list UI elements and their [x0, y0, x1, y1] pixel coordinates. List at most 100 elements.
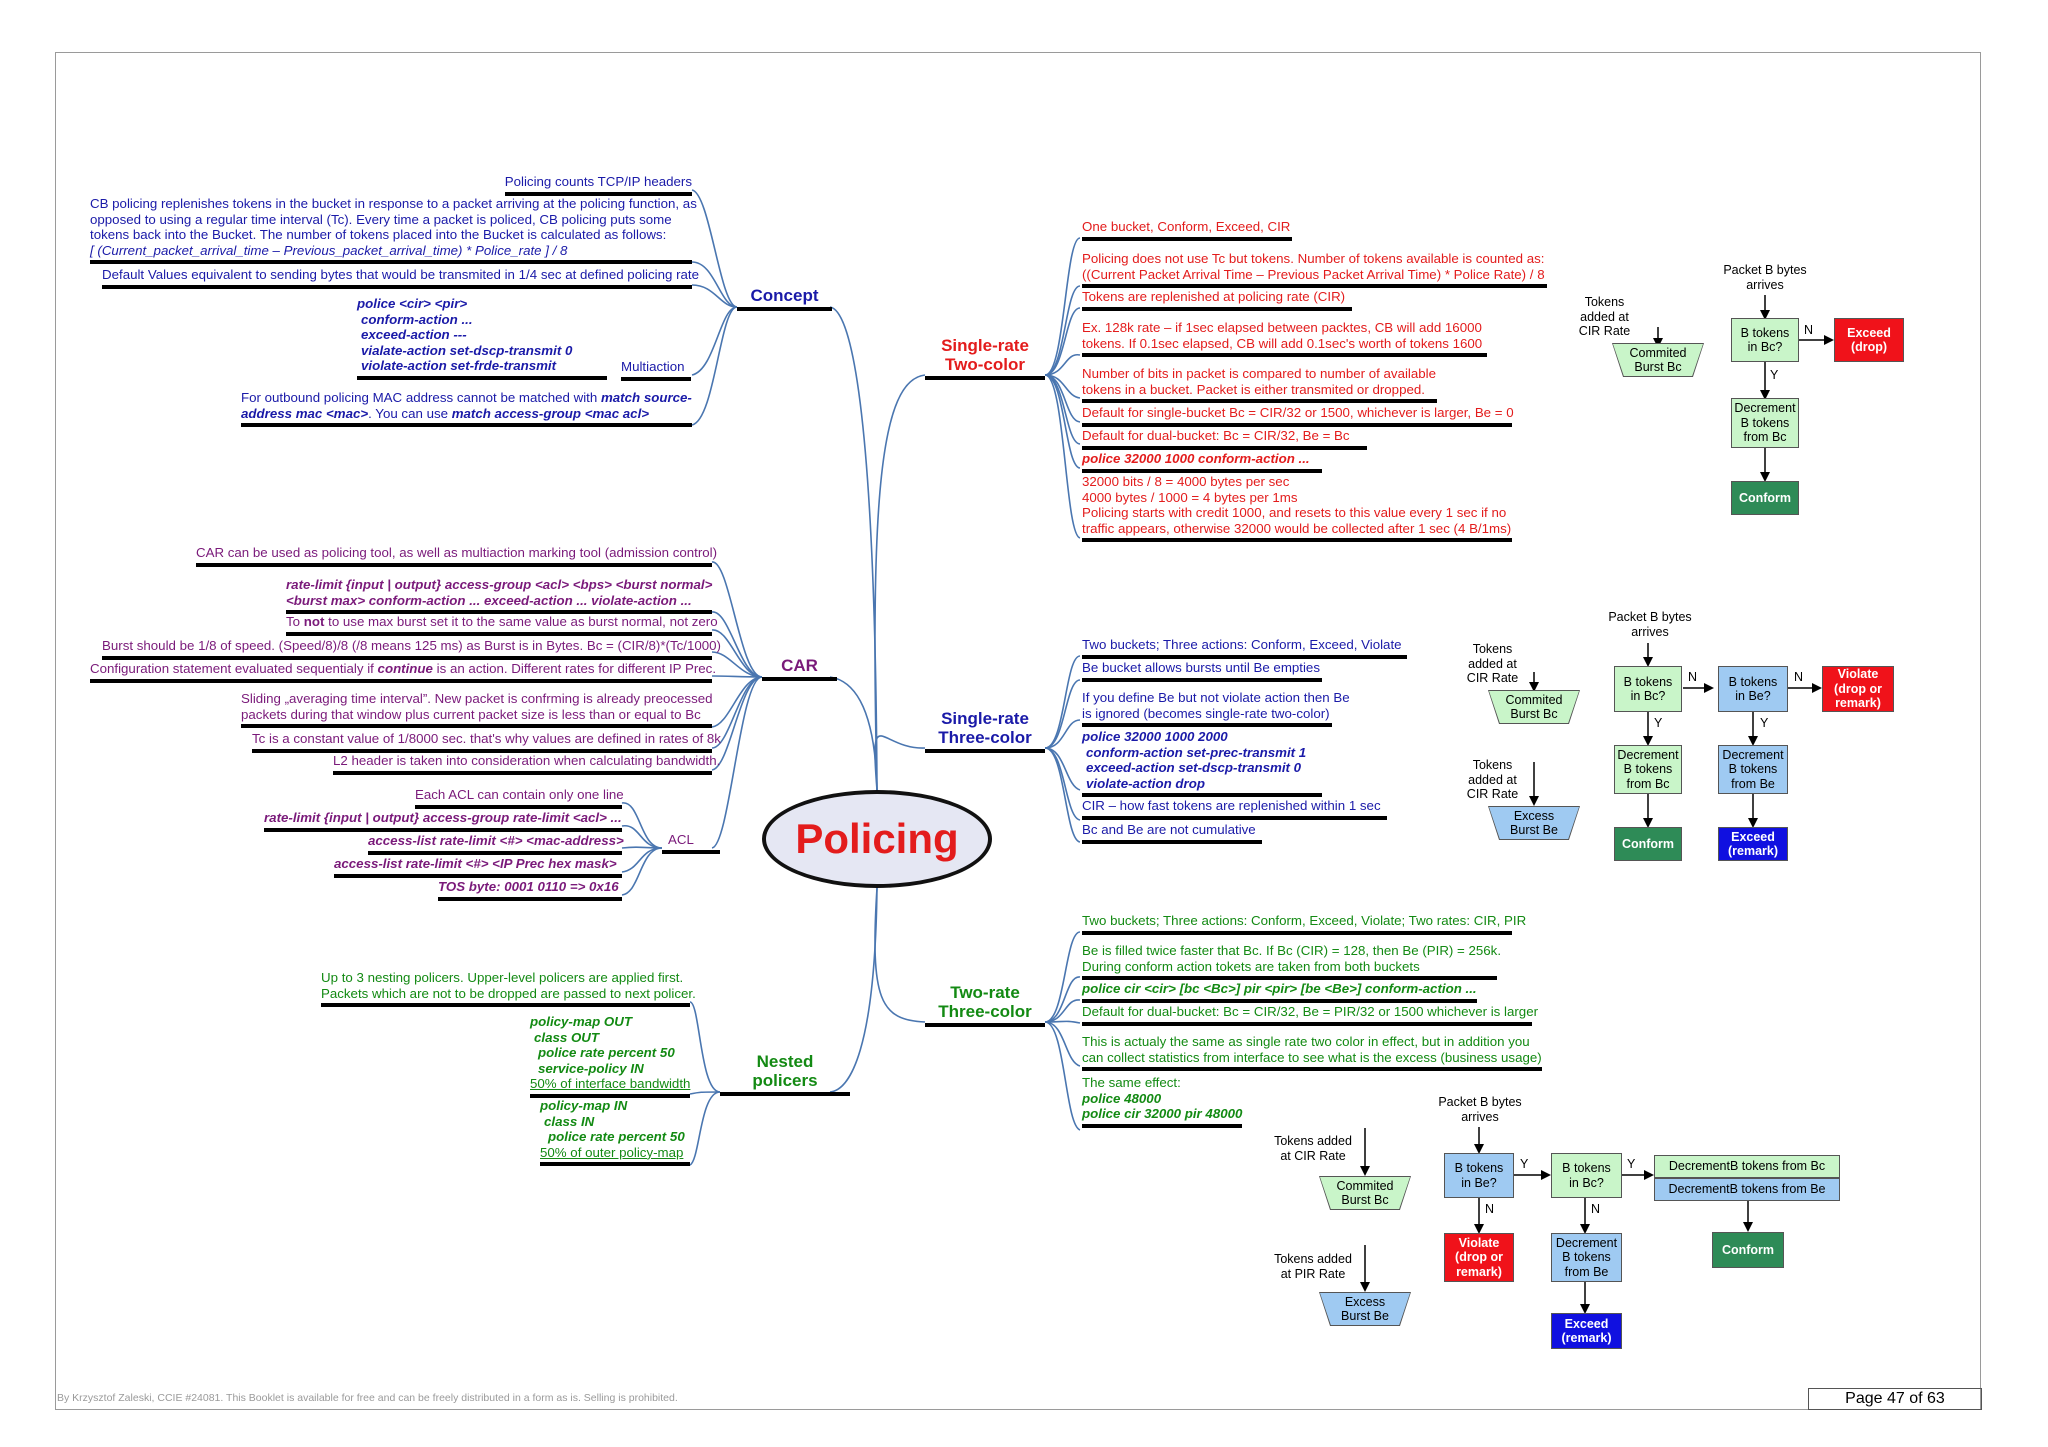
acl-note-ratelimit: rate-limit {input | output} access-group…: [264, 810, 622, 832]
car-note-l2: L2 header is taken into consideration wh…: [333, 753, 720, 775]
sr3-note-define-be: If you define Be but not violate action …: [1082, 690, 1350, 728]
concept-cmd-violate-frde: violate-action set-frde-transmit: [357, 358, 607, 380]
nested-policy-in: policy-map IN class IN police rate perce…: [540, 1098, 690, 1167]
tr3-note-same-effect: The same effect: police 48000 police cir…: [1082, 1075, 1242, 1128]
flow3-exceed-remark: Exceed(remark): [1551, 1313, 1622, 1349]
sr2-note-replenish: Tokens are replenished at policing rate …: [1082, 289, 1352, 311]
flow3-conform: Conform: [1712, 1232, 1784, 1268]
car-note-sliding: Sliding „averaging time interval”. New p…: [241, 691, 713, 729]
car-note-sequential: Configuration statement evaluated sequen…: [90, 661, 716, 683]
concept-cb-line3: tokens back into the Bucket. The number …: [90, 227, 667, 243]
concept-multiaction-label: Multiaction: [621, 359, 691, 381]
nested-policy-out: policy-map OUT class OUT police rate per…: [530, 1014, 690, 1098]
sr3-command-block: police 32000 1000 2000 conform-action se…: [1082, 729, 1322, 798]
concept-cmd-exceed: exceed-action ---: [361, 327, 467, 343]
car-note-tc: Tc is a constant value of 1/8000 sec. th…: [252, 731, 721, 753]
tr3-note-command: police cir <cir> [bc <Bc>] pir <pir> [be…: [1082, 981, 1477, 1003]
concept-command-block: police <cir> <pir> conform-action ... ex…: [357, 296, 607, 380]
acl-note-tos: TOS byte: 0001 0110 => 0x16: [438, 879, 622, 901]
sr2-note-default-dual: Default for dual-bucket: Bc = CIR/32, Be…: [1082, 428, 1367, 450]
flow3-decrement-be-both: DecrementB tokens from Be: [1654, 1178, 1840, 1201]
sr2-note-compare: Number of bits in packet is compared to …: [1082, 366, 1437, 404]
concept-cb-note: CB policing replenishes tokens in the bu…: [90, 196, 697, 265]
car-note-syntax: rate-limit {input | output} access-group…: [286, 577, 712, 615]
flow3-no-label-2: N: [1591, 1202, 1601, 1216]
branch-car: CAR: [762, 656, 837, 681]
nested-note-levels: Up to 3 nesting policers. Upper-level po…: [321, 970, 696, 1008]
tr3-note-two-rates: Two buckets; Three actions: Conform, Exc…: [1082, 913, 1526, 935]
flow2-conform: Conform: [1614, 827, 1682, 861]
tr3-note-default: Default for dual-bucket: Bc = CIR/32, Be…: [1082, 1004, 1538, 1026]
sr2-note-default-single: Default for single-bucket Bc = CIR/32 or…: [1082, 405, 1514, 427]
flow1-exceed-drop: Exceed(drop): [1834, 318, 1904, 362]
concept-cmd-conform: conform-action ...: [361, 311, 473, 327]
flow2-yes-label-1: Y: [1654, 716, 1663, 730]
sr2-note-onebucket: One bucket, Conform, Exceed, CIR: [1082, 219, 1292, 241]
flow1-no-label: N: [1804, 323, 1814, 337]
car-note-burst: Burst should be 1/8 of speed. (Speed/8)/…: [102, 638, 721, 660]
sr3-note-be: Be bucket allows bursts until Be empties: [1082, 660, 1322, 682]
flow2-no-label-2: N: [1794, 670, 1804, 684]
central-topic-policing: Policing: [762, 790, 992, 888]
footer-credit: By Krzysztof Zaleski, CCIE #24081. This …: [57, 1392, 678, 1404]
sr2-note-command: police 32000 1000 conform-action ...: [1082, 451, 1322, 473]
concept-cb-line1: CB policing replenishes tokens in the bu…: [90, 196, 697, 211]
tr3-note-fill-rate: Be is filled twice faster that Bc. If Bc…: [1082, 943, 1501, 981]
car-acl-label: ACL: [662, 832, 720, 854]
flow2-yes-label-2: Y: [1760, 716, 1769, 730]
flow2-no-label-1: N: [1688, 670, 1698, 684]
sr3-note-cir: CIR – how fast tokens are replenished wi…: [1082, 798, 1387, 820]
flow1-yes-label: Y: [1770, 368, 1779, 382]
concept-headers-note: Policing counts TCP/IP headers: [504, 174, 692, 196]
page-number: Page 47 of 63: [1808, 1388, 1982, 1410]
concept-cmd-violate-dscp: vialate-action set-dscp-transmit 0: [361, 342, 573, 358]
acl-note-oneline: Each ACL can contain only one line: [415, 787, 624, 809]
flow3-decrement-bc-both: DecrementB tokens from Bc: [1654, 1155, 1840, 1178]
flow1-conform: Conform: [1731, 481, 1799, 515]
page-frame: [55, 52, 1981, 1410]
sr2-note-example: Ex. 128k rate – if 1sec elapsed between …: [1082, 320, 1487, 358]
car-note-tool: CAR can be used as policing tool, as wel…: [196, 545, 717, 567]
car-note-maxburst: To not to use max burst set it to the sa…: [286, 614, 718, 636]
acl-note-ipprec: access-list rate-limit <#> <IP Prec hex …: [334, 856, 622, 878]
sr3-note-twobuckets: Two buckets; Three actions: Conform, Exc…: [1082, 637, 1407, 659]
flow3-yes-label-2: Y: [1627, 1157, 1636, 1171]
concept-cb-line2: opposed to using a regular time interval…: [90, 211, 672, 227]
sr3-note-not-cumulative: Bc and Be are not cumulative: [1082, 822, 1262, 844]
sr2-note-tokens: Policing does not use Tc but tokens. Num…: [1082, 251, 1547, 289]
flow3-yes-label-1: Y: [1520, 1157, 1529, 1171]
acl-note-mac: access-list rate-limit <#> <mac-address>: [368, 833, 624, 855]
concept-cb-formula: [ (Current_packet_arrival_time – Previou…: [90, 242, 568, 258]
flow2-exceed-remark: Exceed(remark): [1718, 827, 1788, 861]
concept-cmd-police: police <cir> <pir>: [357, 296, 468, 311]
